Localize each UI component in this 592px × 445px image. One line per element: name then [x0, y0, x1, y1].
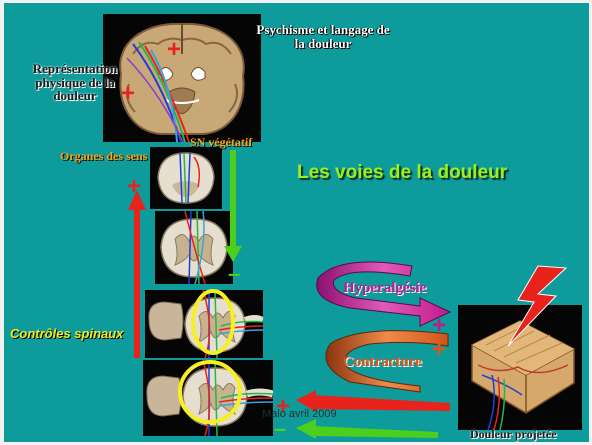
slide-border [0, 0, 592, 3]
slide-title: Les voies de la douleur [297, 163, 507, 183]
plus-sign-red: + [127, 173, 141, 200]
sn-vegetatif-label: SN végétatif [190, 136, 252, 149]
spinal-cord-cervical-section-image [155, 211, 233, 284]
green-horizontal-arrow [296, 419, 438, 439]
douleur-projetee-label: Douleur projetée [470, 428, 557, 441]
slide-border [0, 0, 4, 445]
contracture-label: Contracture [343, 355, 422, 371]
controles-spinaux-label: Contrôles spinaux [10, 327, 123, 341]
plus-sign-magenta: + [432, 312, 446, 339]
skin-tissue-block-image [458, 305, 582, 430]
representation-label: Représentation physique de la douleur [20, 62, 130, 103]
organes-des-sens-label: Organes des sens [60, 150, 147, 163]
slide-footer: Malo avril 2009 [262, 409, 337, 421]
psychisme-label: Psychisme et langage de la douleur [253, 23, 393, 50]
hyperalgesie-label: Hyperalgésie [343, 281, 426, 297]
spinal-cord-segment-lower-image [143, 360, 273, 436]
red-vertical-arrow [128, 190, 146, 358]
plus-sign-orange: + [432, 336, 446, 363]
spinal-cord-segment-upper-image [145, 290, 263, 358]
brainstem-section-image [150, 147, 222, 209]
